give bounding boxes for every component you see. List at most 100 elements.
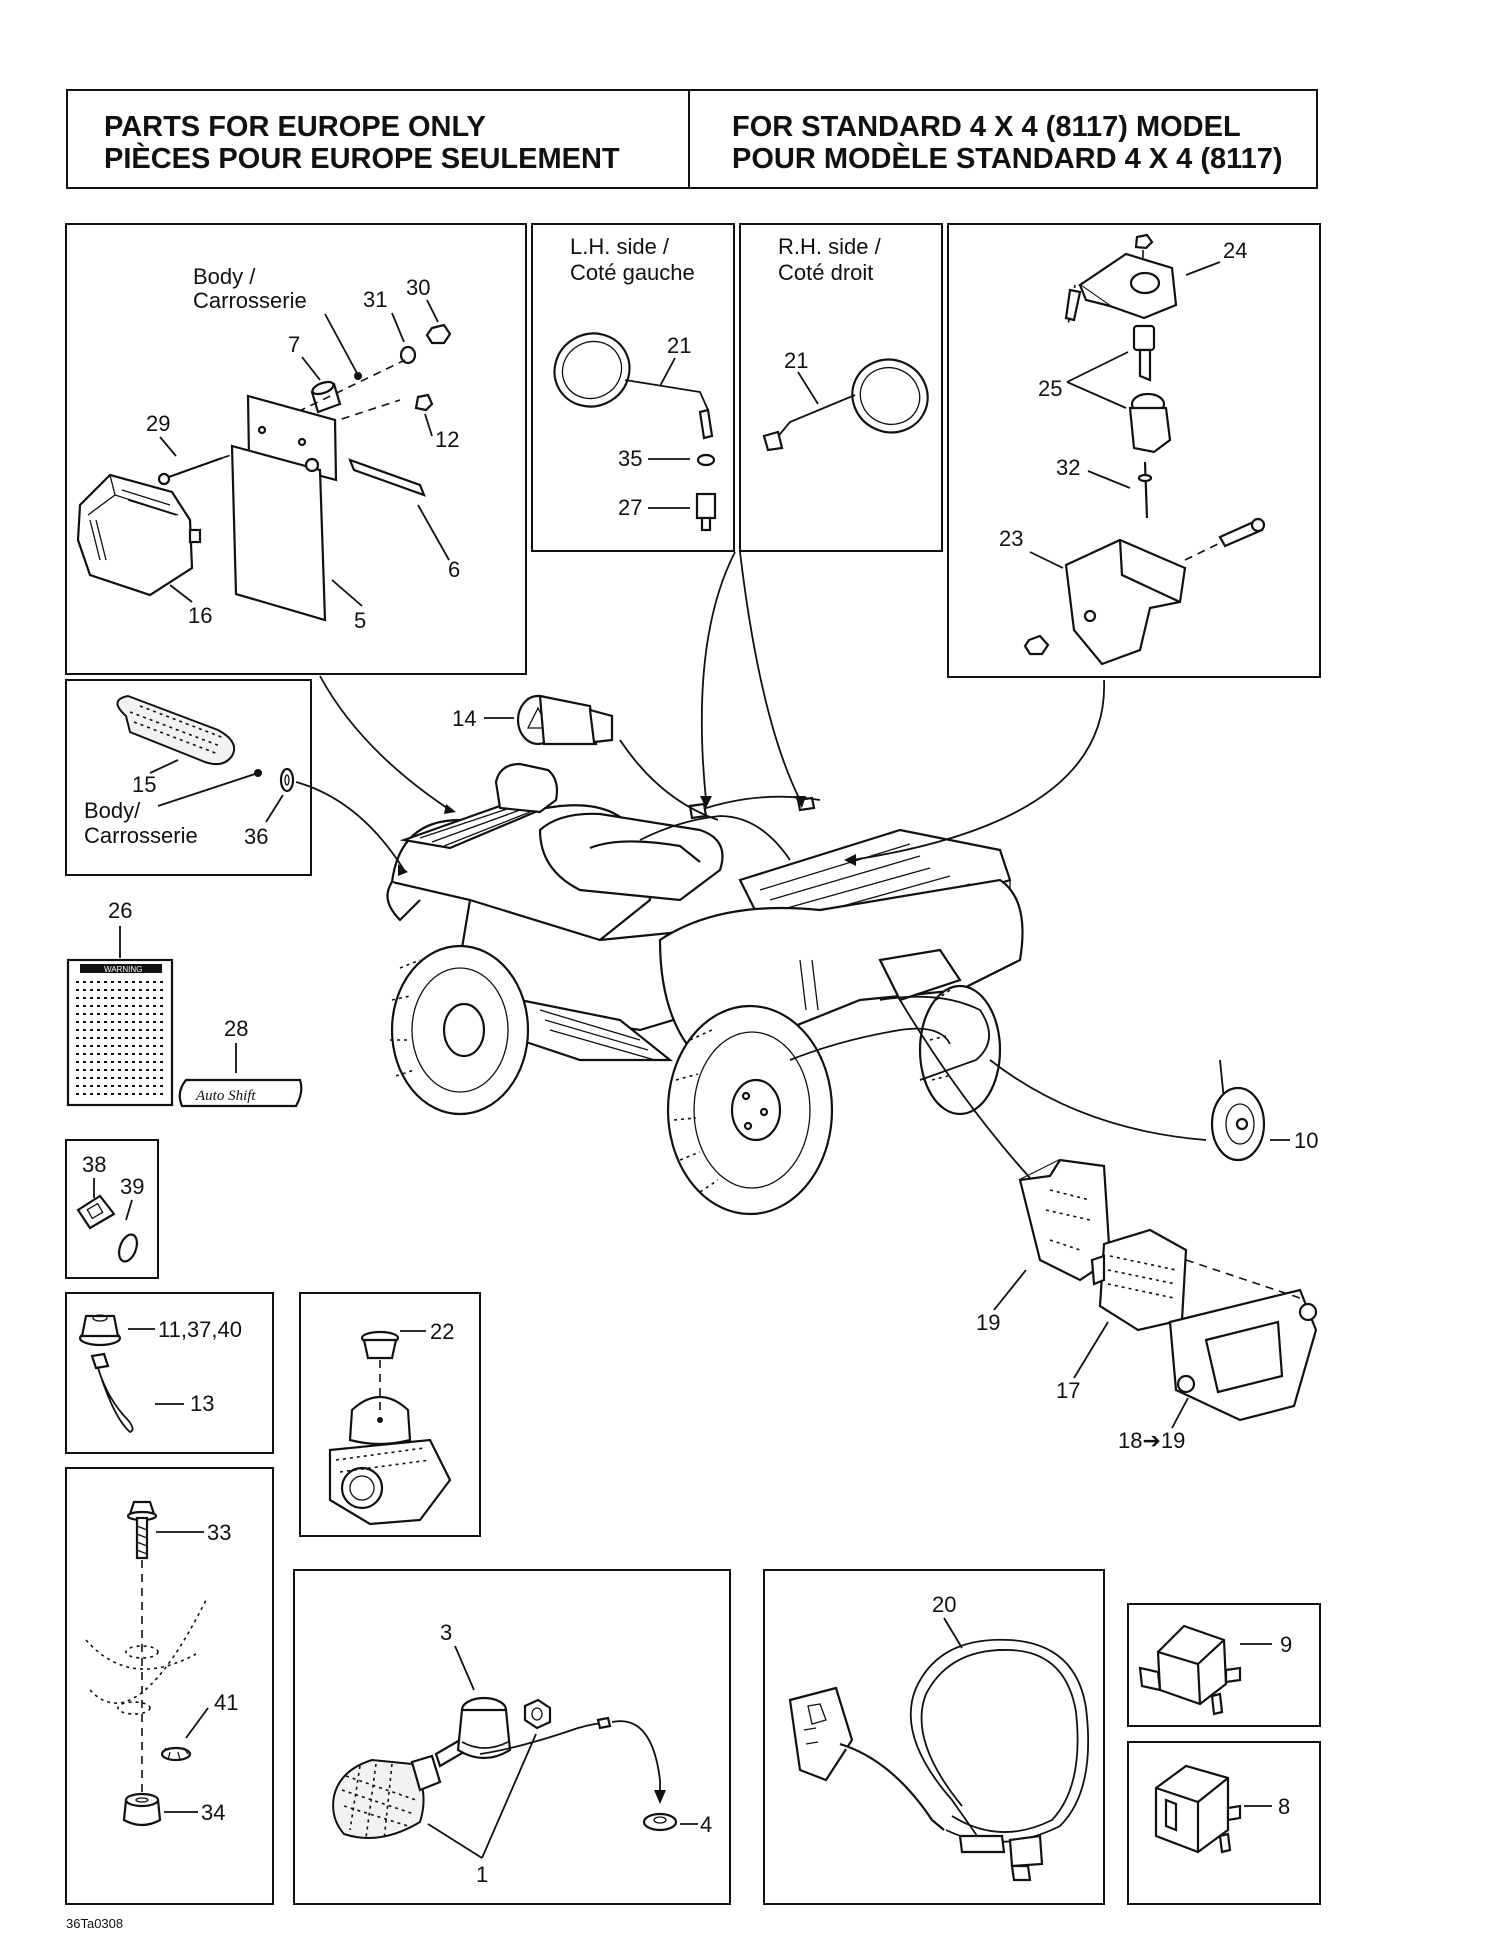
callout-26: 26 — [108, 898, 132, 923]
callout-12: 12 — [435, 427, 459, 452]
part-26-warning-decal: WARNING — [66, 958, 174, 1107]
decal-logo-text: Auto Shift — [195, 1088, 256, 1104]
callout-41: 41 — [214, 1690, 238, 1715]
part-3-grommet — [456, 1696, 512, 1760]
arrow-ignition — [844, 854, 856, 866]
callout-13: 13 — [190, 1391, 214, 1416]
leader-tail-to-atv — [319, 675, 451, 811]
callout-6: 6 — [448, 557, 460, 582]
leader-lh-mirror-to-atv — [700, 551, 736, 801]
part-12-nut — [414, 393, 434, 412]
leader-16 — [169, 584, 193, 603]
part-nut-24 — [1134, 233, 1154, 250]
part-28-autoshift-decal: Auto Shift — [178, 1078, 303, 1108]
part-4-grommet — [642, 1812, 678, 1832]
part-24-bracket — [1078, 252, 1178, 320]
part-11-flange-nut — [78, 1314, 122, 1347]
callout-33: 33 — [207, 1520, 231, 1545]
assembly-arrow-4 — [611, 1720, 661, 1796]
part-16-tail-light — [76, 473, 202, 597]
panel-carburetor — [299, 1292, 481, 1537]
mount-surface-dotted — [85, 1599, 207, 1704]
panel-relay-9 — [1127, 1603, 1321, 1727]
warning-decal-title: WARNING — [104, 965, 142, 974]
callout-36: 36 — [244, 824, 268, 849]
callout-21-rh: 21 — [784, 348, 808, 373]
part-19-headlight-housing — [1018, 1158, 1112, 1282]
arrow-rh-mirror — [794, 796, 806, 808]
callout-27: 27 — [618, 495, 642, 520]
callout-19: 19 — [976, 1310, 1000, 1335]
part-15-reflector — [116, 694, 236, 766]
part-33-bolt — [126, 1500, 158, 1560]
caption-rh-side-2: Coté droit — [778, 260, 873, 285]
header-right-line1: FOR STANDARD 4 X 4 (8117) MODEL — [732, 111, 1241, 143]
callout-5: 5 — [354, 608, 366, 633]
callout-4: 4 — [700, 1812, 712, 1837]
caption-body-left-1: Body/ — [84, 798, 141, 823]
part-23-cover — [1064, 538, 1187, 666]
mount-hole-2 — [117, 1701, 151, 1715]
wire-connector — [596, 1716, 612, 1730]
arrow-head-4 — [654, 1790, 666, 1804]
leader-30 — [426, 299, 439, 323]
figure-code: 36Ta0308 — [66, 1916, 124, 1931]
leader-20 — [943, 1617, 963, 1649]
callout-20: 20 — [932, 1592, 956, 1617]
leader-41 — [185, 1707, 209, 1739]
callout-14: 14 — [452, 706, 476, 731]
callout-21-lh: 21 — [667, 333, 691, 358]
part-screw-24 — [1064, 288, 1082, 322]
part-21-rh-mirror — [762, 358, 929, 452]
part-17-headlight-lamp — [1090, 1228, 1188, 1332]
callout-23: 23 — [999, 526, 1023, 551]
callout-28: 28 — [224, 1016, 248, 1041]
leader-21-lh — [659, 357, 676, 387]
leader-19 — [993, 1269, 1027, 1311]
callout-31: 31 — [363, 287, 387, 312]
leader-reflector-to-atv — [295, 781, 405, 871]
panel-relay-8 — [1127, 1741, 1321, 1905]
leader-1b — [481, 1733, 537, 1859]
leader-17 — [1073, 1321, 1109, 1379]
part-35-washer — [696, 453, 716, 467]
leader-29 — [159, 436, 177, 457]
leader-39 — [125, 1199, 133, 1221]
part-41-lock-washer — [160, 1746, 192, 1762]
atv-vehicle — [386, 762, 1024, 1216]
part-22-plug — [360, 1330, 400, 1360]
callout-34: 34 — [201, 1800, 225, 1825]
callout-3: 3 — [440, 1620, 452, 1645]
header-right: FOR STANDARD 4 X 4 (8117) MODEL POUR MOD… — [688, 91, 1316, 187]
callout-7: 7 — [288, 332, 300, 357]
callout-24: 24 — [1223, 238, 1247, 263]
leader-25b — [1066, 381, 1127, 409]
leader-5 — [331, 579, 363, 607]
caption-lh-side-1: L.H. side / — [570, 234, 670, 259]
body-mount-point — [354, 372, 362, 380]
header-left-line2: PIÈCES POUR EUROPE SEULEMENT — [104, 143, 620, 175]
part-5-license-plate-bracket — [230, 394, 338, 622]
part-20-switch-harness — [788, 1638, 1090, 1882]
panel-turn-signal — [293, 1569, 731, 1905]
part-29-screw — [157, 456, 223, 486]
callout-17: 17 — [1056, 1378, 1080, 1403]
leader-24 — [1185, 261, 1221, 276]
caption-body-left-2: Carrosserie — [84, 823, 198, 848]
part-34-nut — [122, 1792, 162, 1827]
arrow-tail — [444, 804, 456, 814]
leader-31 — [391, 312, 405, 343]
part-38-gasket — [76, 1194, 116, 1230]
leader-horn-to-atv — [989, 1059, 1207, 1141]
callout-16: 16 — [188, 603, 212, 628]
part-21-lh-mirror — [553, 332, 714, 440]
callout-29: 29 — [146, 411, 170, 436]
part-31-washer — [399, 345, 417, 365]
callout-1: 1 — [476, 1862, 488, 1887]
part-14-hazard-switch — [516, 694, 614, 746]
part-nut-1 — [523, 1698, 552, 1730]
part-13-cable-tie — [90, 1352, 134, 1434]
callout-22: 22 — [430, 1319, 454, 1344]
arrow-lh-mirror — [700, 796, 712, 808]
leader-23 — [1029, 551, 1064, 569]
